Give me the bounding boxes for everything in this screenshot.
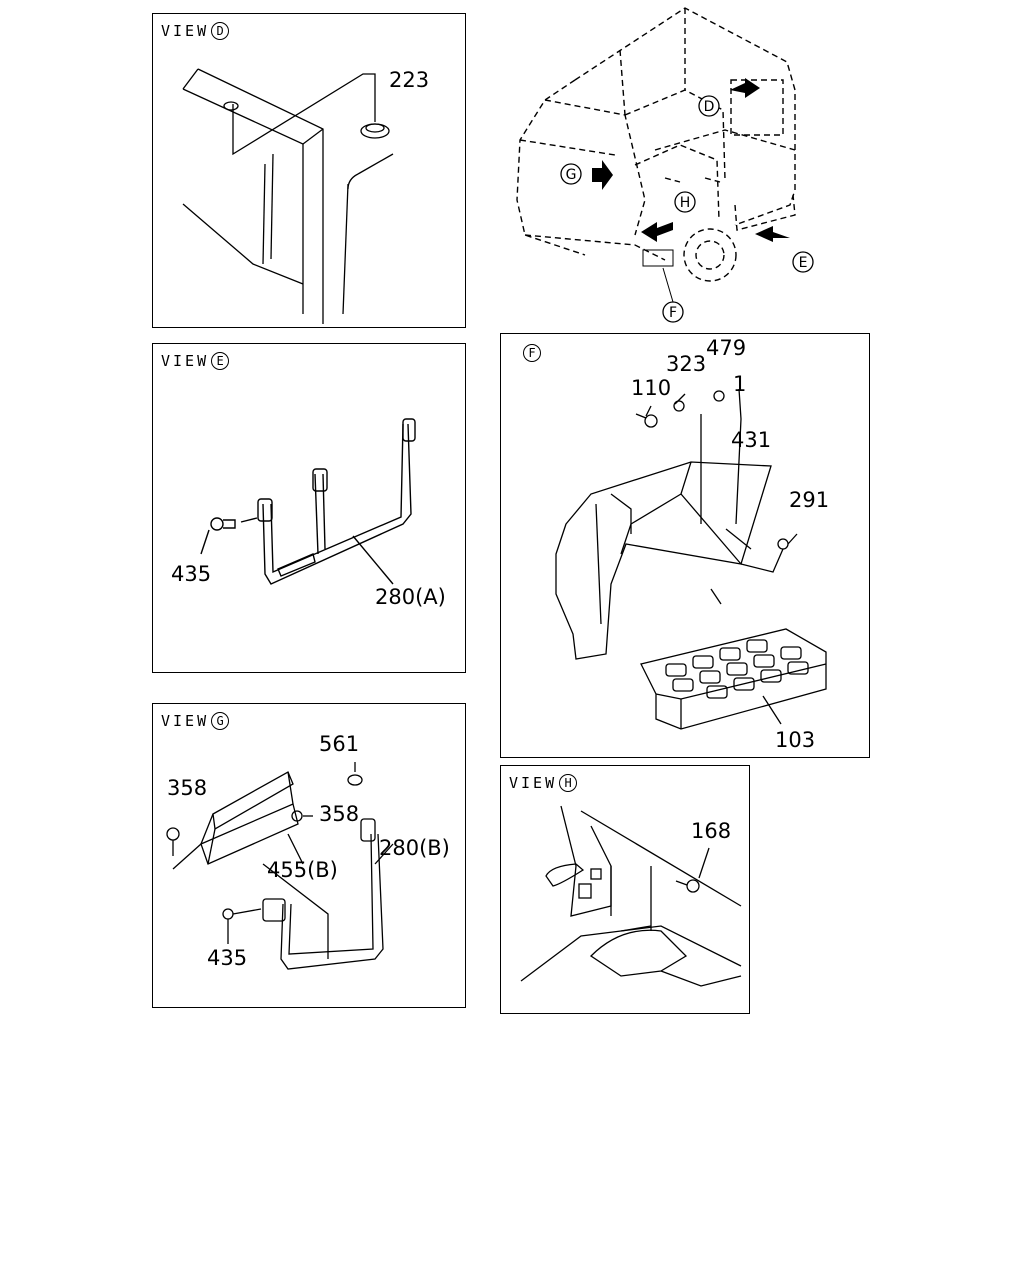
callout-358-right: 358 [319,802,360,826]
view-g-drawing [166,762,394,970]
callout-561: 561 [319,732,360,756]
callout-435-g: 435 [207,946,248,970]
view-f-panel: F [500,333,870,758]
marker-h-label: H [680,195,691,211]
view-e-prefix: VIEW [161,352,210,370]
view-g-letter: G [211,712,230,730]
truck-drawing: D G H E F [516,7,814,323]
callout-1: 1 [733,372,747,396]
marker-f-label: F [669,305,677,321]
callout-280b: 280(B) [379,836,450,860]
view-h-drawing [520,805,742,987]
view-d-letter: D [211,22,230,40]
view-f-drawing [555,388,827,730]
callout-455b: 455(B) [267,858,338,882]
callout-323: 323 [666,352,707,376]
callout-223: 223 [389,68,430,92]
callout-291: 291 [789,488,830,512]
truck-overview: D G H E F [505,0,835,330]
view-e-letter: E [211,352,230,370]
marker-e-label: E [799,255,808,271]
view-f-letter: F [523,344,541,362]
view-f-title: F [523,344,541,362]
view-d-prefix: VIEW [161,22,210,40]
view-g-prefix: VIEW [161,712,210,730]
callout-168: 168 [691,819,732,843]
view-e-drawing [200,418,416,585]
view-h-prefix: VIEW [509,774,558,792]
callout-431: 431 [731,428,772,452]
callout-110: 110 [631,376,672,400]
marker-d-label: D [704,99,715,115]
callout-280a: 280(A) [375,585,446,609]
view-d-drawing [182,68,394,324]
callout-479: 479 [706,336,747,360]
callout-103: 103 [775,728,816,752]
marker-g-label: G [566,167,577,183]
view-h-letter: H [559,774,578,792]
callout-358-left: 358 [167,776,208,800]
callout-435-e: 435 [171,562,212,586]
